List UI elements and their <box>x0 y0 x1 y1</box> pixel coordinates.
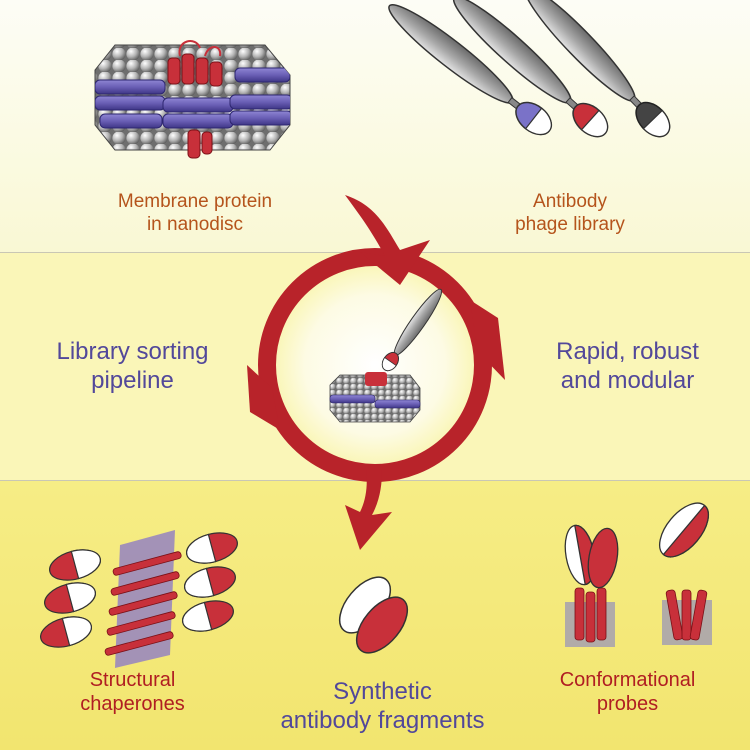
phage-library-illustration <box>388 0 671 138</box>
synthetic-fab-illustration <box>338 576 409 654</box>
cycle-arrowhead-right <box>470 300 505 380</box>
structural-chaperones-label-line1: Structural <box>89 669 176 691</box>
rapid-robust-label-line2: and modular <box>560 367 695 395</box>
rapid-robust-label-line1: Rapid, robust <box>556 338 699 365</box>
conformational-probes-label: Conformational probes <box>530 668 725 717</box>
rapid-robust-label: Rapid, robust and modular <box>520 337 735 396</box>
phage-library-label-line2: phage library <box>515 214 625 236</box>
cycle-arrowhead-left <box>247 365 280 430</box>
membrane-protein-label-line1: Membrane protein <box>117 191 273 212</box>
conformational-probes-label-line2: probes <box>596 693 659 716</box>
structural-chaperones-label: Structural chaperones <box>40 668 225 717</box>
structural-chaperones-label-line2: chaperones <box>80 693 185 716</box>
library-sorting-label: Library sorting pipeline <box>25 337 240 396</box>
entry-arrow <box>345 195 430 285</box>
nanodisc-illustration <box>94 40 291 159</box>
library-sorting-label-line1: Library sorting <box>56 338 209 365</box>
library-sorting-label-line2: pipeline <box>91 367 174 395</box>
conformational-probes-illustration <box>564 502 712 647</box>
exit-arrow <box>345 470 392 550</box>
synthetic-fragments-label-line2: antibody fragments <box>280 707 485 735</box>
membrane-protein-label-line2: in nanodisc <box>146 214 244 236</box>
phage-library-label: Antibody phage library <box>470 190 670 236</box>
membrane-protein-label: Membrane protein in nanodisc <box>85 190 305 236</box>
phage-library-label-line1: Antibody <box>533 191 607 212</box>
structural-chaperones-illustration <box>40 530 238 668</box>
conformational-probes-label-line1: Conformational <box>559 669 696 691</box>
synthetic-fragments-label-line1: Synthetic <box>333 678 432 705</box>
synthetic-fragments-label: Synthetic antibody fragments <box>275 677 490 736</box>
mini-complex-icon <box>329 288 443 423</box>
selection-cycle <box>247 195 505 550</box>
